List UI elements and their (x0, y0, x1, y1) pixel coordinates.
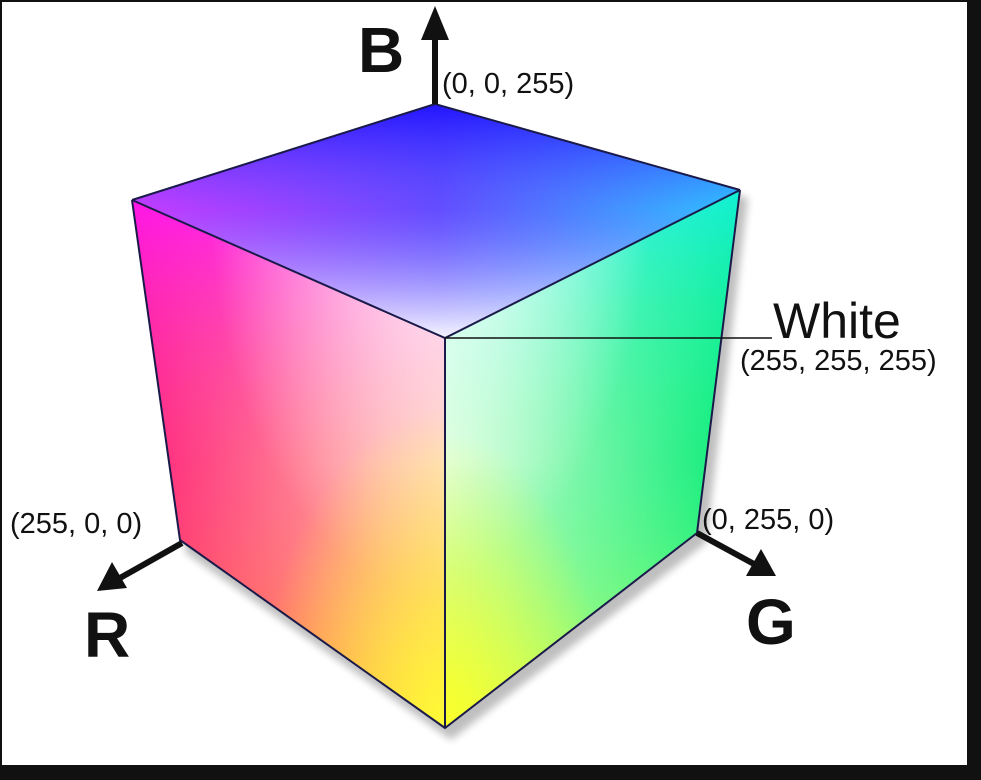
green-axis-arrow (695, 530, 776, 576)
diagram-frame: B (0, 0, 255) R (255, 0, 0) G (0, 255, 0… (2, 2, 967, 765)
red-axis-arrow (97, 540, 184, 591)
white-corner-label: White (773, 293, 901, 349)
cube-top-face (132, 104, 740, 338)
blue-axis-letter: B (358, 14, 404, 86)
red-coordinate-label: (255, 0, 0) (10, 508, 142, 540)
green-axis-letter: G (746, 586, 796, 658)
white-coordinate-label: (255, 255, 255) (740, 345, 937, 377)
cube-right-face (445, 190, 740, 728)
cube-left-face (132, 200, 445, 728)
blue-axis-arrow (421, 6, 449, 104)
rgb-cube-diagram: B (0, 0, 255) R (255, 0, 0) G (0, 255, 0… (10, 6, 937, 740)
blue-coordinate-label: (0, 0, 255) (442, 68, 574, 100)
green-coordinate-label: (0, 255, 0) (702, 504, 834, 536)
red-axis-letter: R (84, 599, 130, 671)
